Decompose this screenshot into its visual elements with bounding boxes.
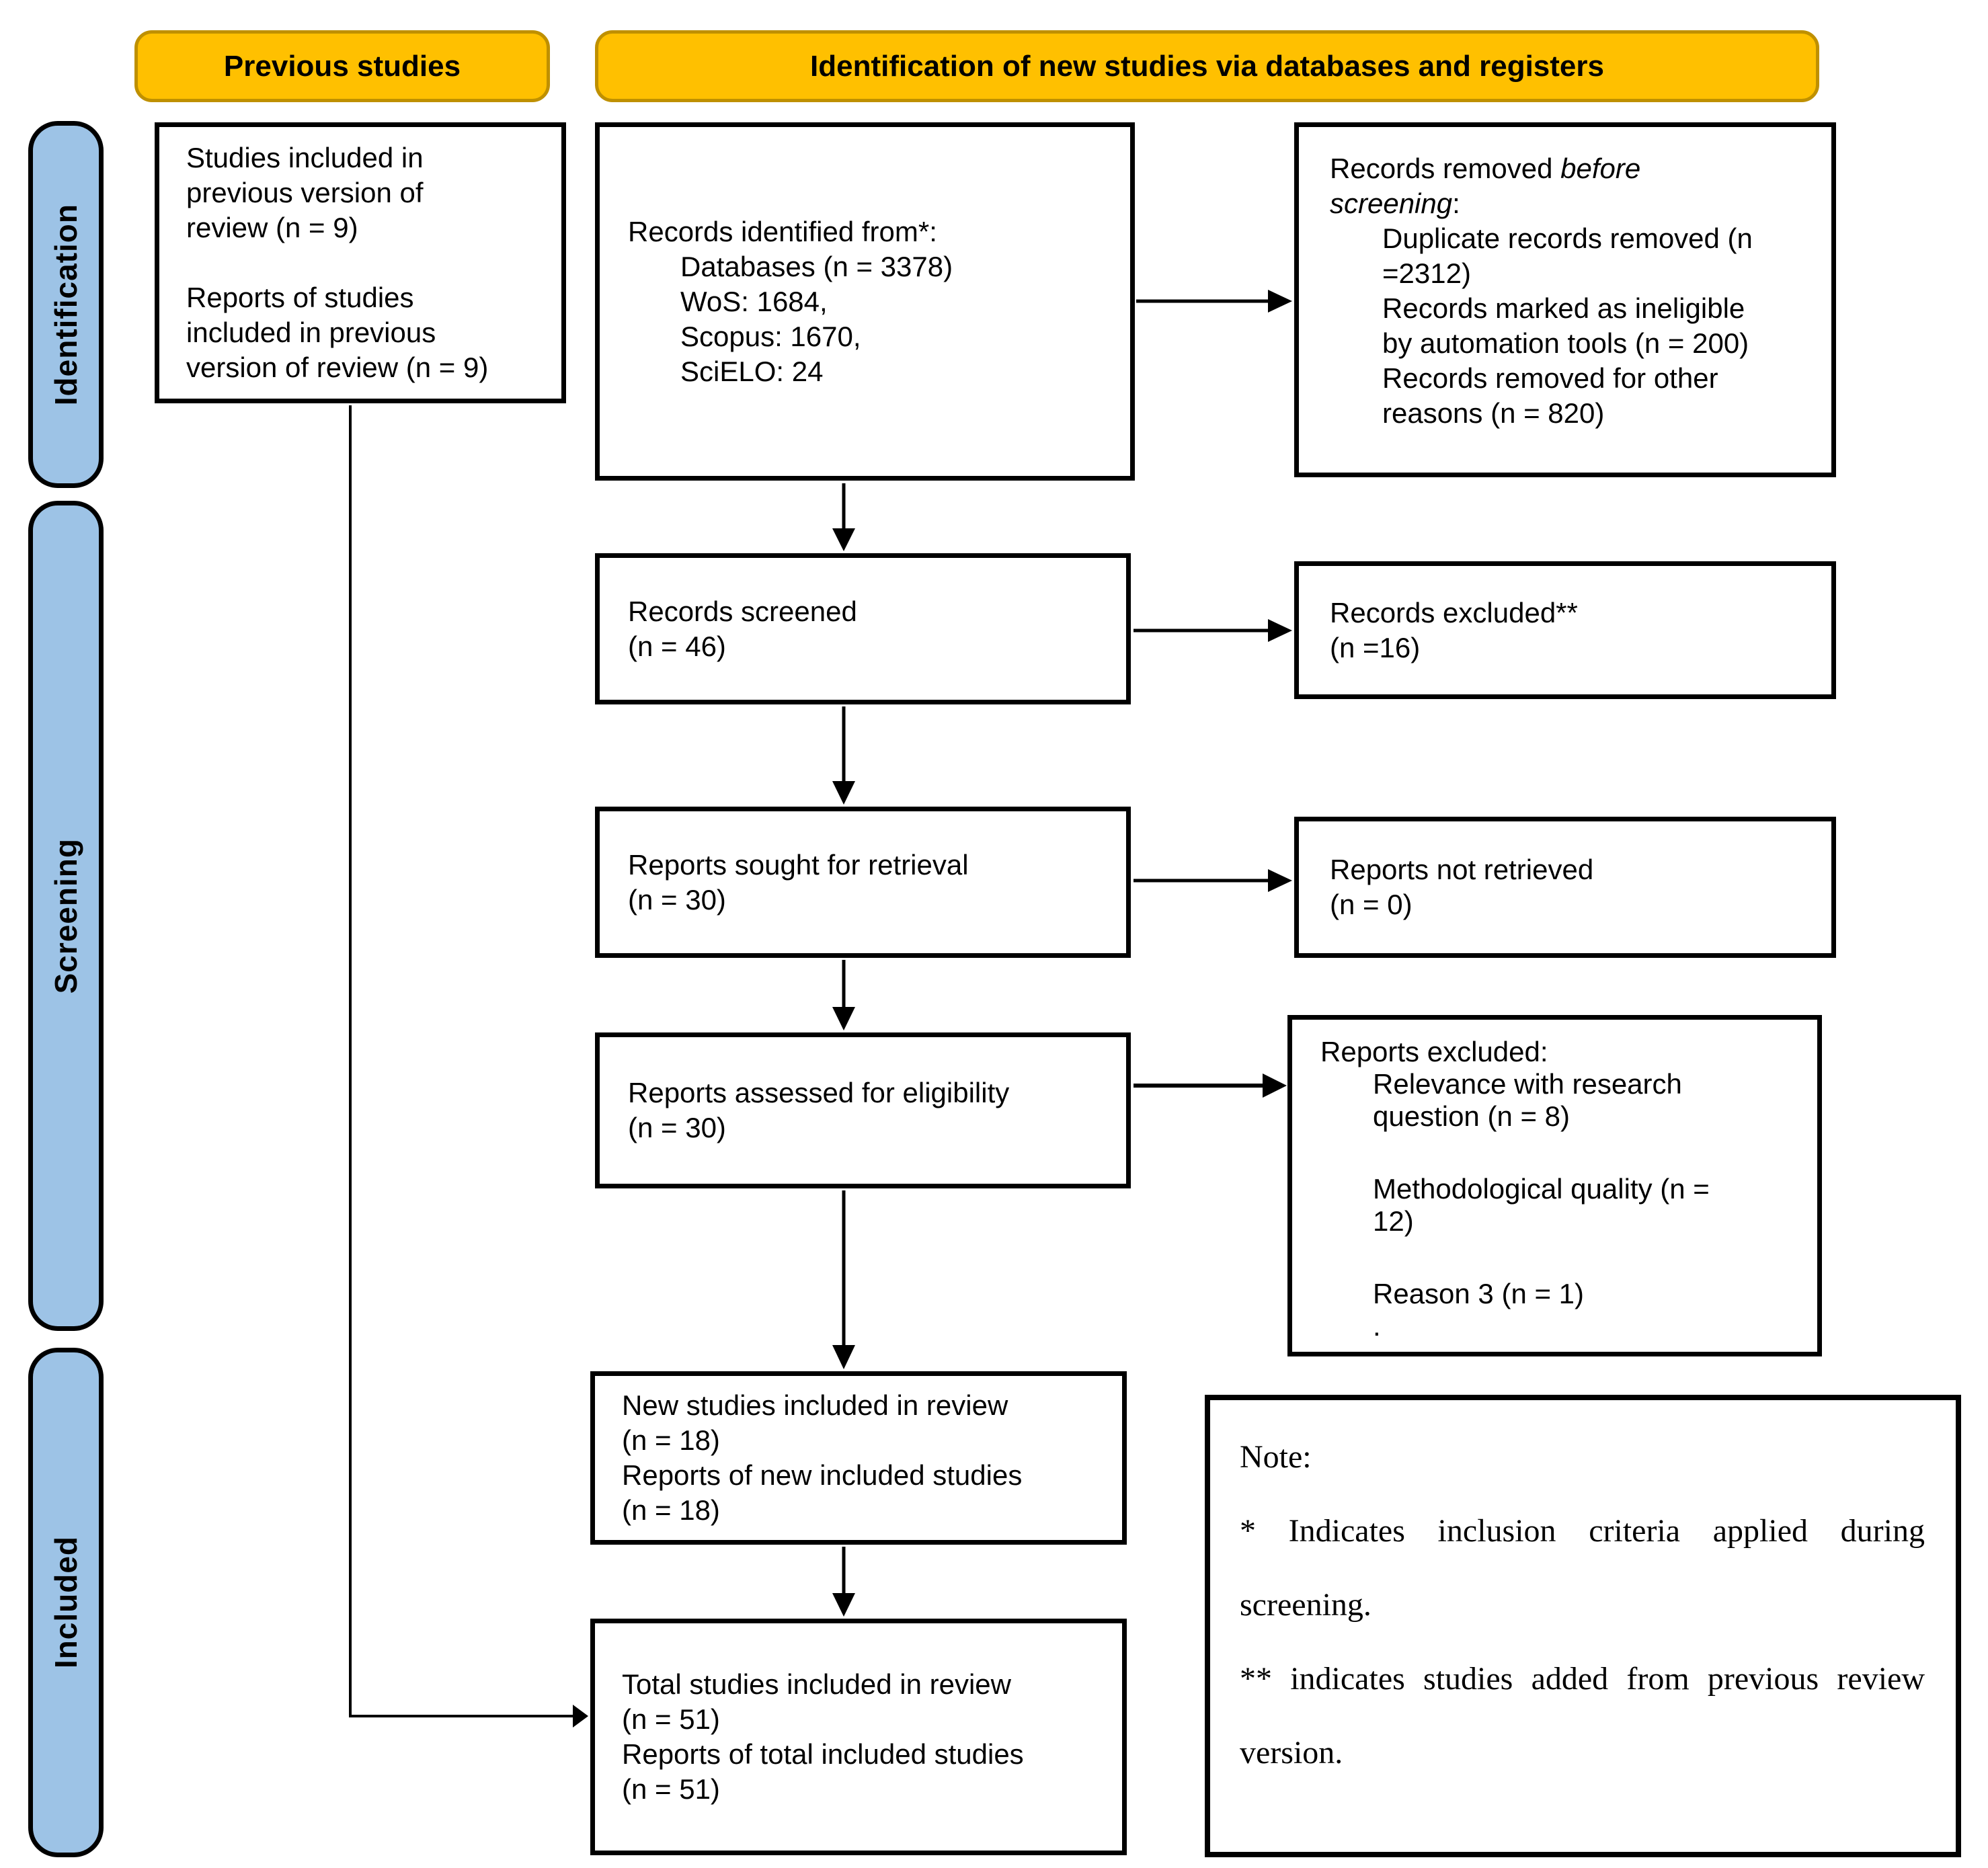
text-line: Records removed for other bbox=[1382, 362, 1718, 394]
text-line: Reports sought for retrieval bbox=[628, 848, 969, 881]
paragraph-gap bbox=[1320, 1133, 1811, 1173]
text-line: Reports of studies bbox=[186, 282, 414, 313]
arrow-assessed-to-new-studies bbox=[832, 1190, 855, 1369]
text-line: Reports assessed for eligibility bbox=[628, 1077, 1010, 1108]
text-line: (n = 0) bbox=[1330, 889, 1413, 920]
arrow-identified-to-removed bbox=[1136, 290, 1292, 313]
text-segment: Records removed bbox=[1330, 153, 1561, 184]
text-line: 12) bbox=[1373, 1205, 1414, 1237]
text-line: Duplicate records removed (n bbox=[1382, 222, 1753, 254]
text-line: (n = 18) bbox=[622, 1494, 720, 1526]
header-identification-label: Identification of new studies via databa… bbox=[810, 49, 1604, 83]
phase-label-identification-text: Identification bbox=[48, 203, 83, 406]
arrow-identified-to-screened bbox=[832, 483, 855, 551]
text-line: Reason 3 (n = 1) bbox=[1373, 1278, 1585, 1309]
arrow-assessed-to-reports-excluded bbox=[1134, 1073, 1287, 1098]
phase-label-included-text: Included bbox=[48, 1536, 83, 1669]
text-line: Scopus: 1670, bbox=[680, 320, 861, 352]
text-line: by automation tools (n = 200) bbox=[1382, 327, 1749, 359]
text-line: (n = 51) bbox=[622, 1773, 720, 1805]
phase-label-included: Included bbox=[28, 1348, 104, 1857]
box-previous-studies-included: Studies included in previous version of … bbox=[155, 122, 566, 403]
paragraph-gap bbox=[1320, 1237, 1811, 1278]
arrow-new-to-total bbox=[832, 1547, 855, 1617]
text-line: Relevance with research bbox=[1373, 1068, 1682, 1100]
text-line: Records screened bbox=[628, 595, 857, 627]
text-line: . bbox=[1373, 1310, 1381, 1342]
box-reports-assessed: Reports assessed for eligibility (n = 30… bbox=[595, 1032, 1131, 1188]
text-line: (n = 18) bbox=[622, 1424, 720, 1456]
text-line: Reports of new included studies bbox=[622, 1459, 1023, 1491]
text-line: (n = 30) bbox=[628, 883, 726, 916]
note-asterisk-text: * Indicates inclusion criteria applied d… bbox=[1240, 1513, 1925, 1623]
text-line: previous version of bbox=[186, 177, 424, 208]
arrow-sought-to-not-retrieved bbox=[1134, 869, 1292, 892]
text-line: Records excluded** bbox=[1330, 596, 1578, 628]
text-line: =2312) bbox=[1382, 257, 1471, 289]
text-line: question (n = 8) bbox=[1373, 1100, 1570, 1132]
text-line: (n =16) bbox=[1330, 631, 1421, 663]
text-segment-italic: screening bbox=[1330, 188, 1453, 219]
arrow-screened-to-sought bbox=[832, 706, 855, 805]
arrow-screened-to-excluded bbox=[1134, 619, 1292, 642]
text-line: included in previous bbox=[186, 317, 436, 348]
text-line: SciELO: 24 bbox=[680, 355, 824, 387]
box-new-studies-included: New studies included in review (n = 18) … bbox=[590, 1371, 1127, 1545]
text-line: (n = 51) bbox=[622, 1703, 720, 1735]
text-line: Total studies included in review bbox=[622, 1668, 1011, 1700]
header-previous-studies: Previous studies bbox=[134, 30, 550, 102]
note-title: Note: bbox=[1240, 1439, 1312, 1475]
text-line: (n = 46) bbox=[628, 630, 726, 662]
text-line: (n = 30) bbox=[628, 1112, 726, 1143]
box-reports-sought: Reports sought for retrieval (n = 30) bbox=[595, 807, 1131, 958]
box-records-removed-before-screening: Records removed before screening: Duplic… bbox=[1294, 122, 1836, 477]
text-line: Studies included in bbox=[186, 142, 424, 173]
paragraph-gap bbox=[186, 245, 556, 280]
text-line: Reports excluded: bbox=[1320, 1036, 1548, 1067]
text-line: review (n = 9) bbox=[186, 212, 358, 243]
box-records-excluded: Records excluded** (n =16) bbox=[1294, 561, 1836, 699]
box-records-screened: Records screened (n = 46) bbox=[595, 553, 1131, 704]
text-line: Methodological quality (n = bbox=[1373, 1173, 1710, 1205]
phase-label-screening-text: Screening bbox=[48, 838, 83, 994]
box-total-studies-included: Total studies included in review (n = 51… bbox=[590, 1619, 1127, 1855]
text-segment: : bbox=[1452, 188, 1460, 219]
note-box: Note: * Indicates inclusion criteria app… bbox=[1205, 1395, 1961, 1857]
text-line: Reports of total included studies bbox=[622, 1738, 1024, 1770]
header-identification-new-studies: Identification of new studies via databa… bbox=[595, 30, 1819, 102]
text-line: Records marked as ineligible bbox=[1382, 292, 1745, 324]
arrow-sought-to-assessed bbox=[832, 960, 855, 1030]
text-line: screening: bbox=[1330, 186, 1822, 221]
text-line: New studies included in review bbox=[622, 1389, 1008, 1421]
text-line: WoS: 1684, bbox=[680, 285, 828, 317]
phase-label-screening: Screening bbox=[28, 501, 104, 1331]
box-reports-excluded: Reports excluded: Relevance with researc… bbox=[1287, 1015, 1822, 1356]
text-segment-italic: before bbox=[1560, 153, 1641, 184]
box-reports-not-retrieved: Reports not retrieved (n = 0) bbox=[1294, 817, 1836, 958]
text-line: Records identified from*: bbox=[628, 215, 937, 247]
text-line: Databases (n = 3378) bbox=[680, 250, 953, 282]
text-line: reasons (n = 820) bbox=[1382, 397, 1605, 429]
note-double-asterisk-text: ** indicates studies added from previous… bbox=[1240, 1661, 1925, 1771]
arrow-previous-to-total bbox=[349, 405, 588, 1728]
text-line: Records removed before bbox=[1330, 151, 1822, 186]
header-previous-studies-label: Previous studies bbox=[223, 49, 461, 83]
box-records-identified: Records identified from*: Databases (n =… bbox=[595, 122, 1135, 481]
text-line: Reports not retrieved bbox=[1330, 854, 1594, 885]
text-line: version of review (n = 9) bbox=[186, 352, 489, 383]
phase-label-identification: Identification bbox=[28, 121, 104, 488]
